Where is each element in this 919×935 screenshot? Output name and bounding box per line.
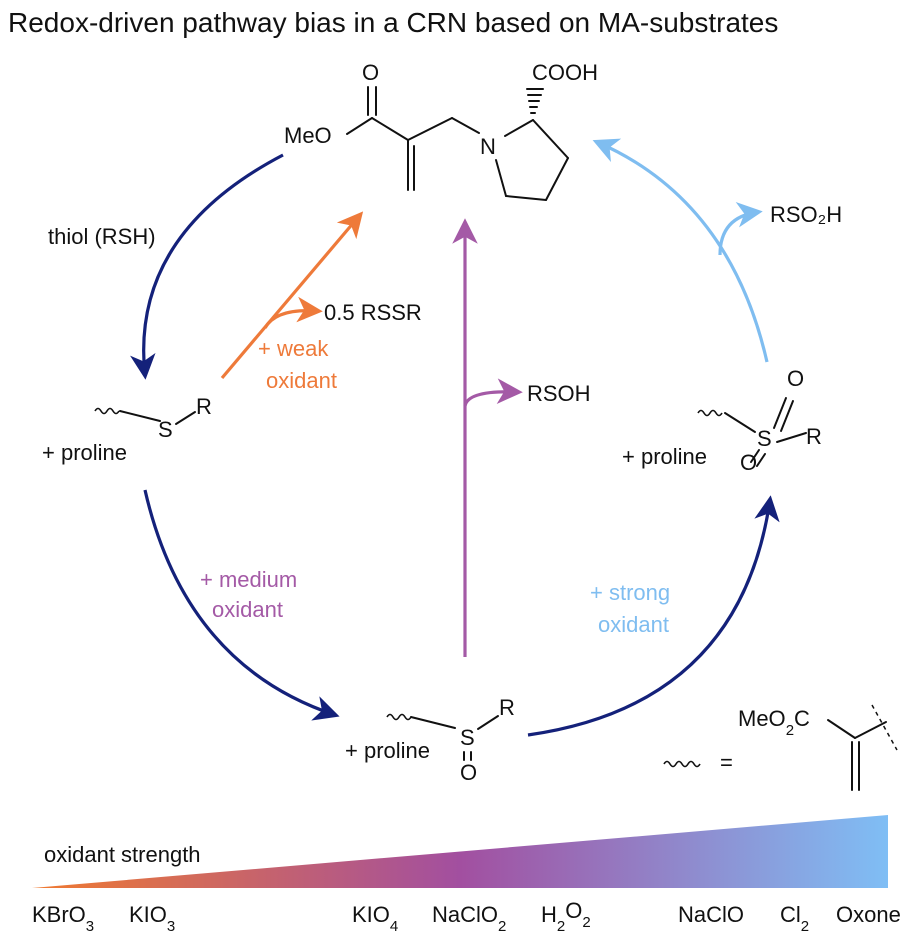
legend-ester-label: MeO2C xyxy=(738,706,810,739)
sulfone-species: S O O R + proline xyxy=(622,366,822,475)
oxidant-oxone: Oxone xyxy=(836,902,901,927)
sulfoxide-sulfur-label: S xyxy=(460,725,475,750)
stereo-hash-bond xyxy=(526,88,544,114)
oxidant-naclo2: NaClO2 xyxy=(432,902,506,935)
thiol-reagent-label: thiol (RSH) xyxy=(48,224,156,249)
weak-oxidant-arrow xyxy=(220,211,364,380)
medium-oxidant-label-line2: oxidant xyxy=(212,597,283,622)
medium-oxidant-label-line1: + medium xyxy=(200,567,297,592)
strong-oxidant-label-line1: + strong xyxy=(590,580,670,605)
rso2h-byproduct-label: RSO₂H xyxy=(770,202,842,227)
thiol-addition-arrow xyxy=(130,153,284,380)
oxidant-kbro3: KBrO3 xyxy=(32,902,94,935)
diagram-title: Redox-driven pathway bias in a CRN based… xyxy=(8,7,778,38)
oxidant-cl2: Cl2 xyxy=(780,902,809,935)
carboxylic-acid-label: COOH xyxy=(532,60,598,85)
strong-oxidation-arrow xyxy=(527,495,780,737)
strong-oxidant-label-line2: oxidant xyxy=(598,612,669,637)
sulfoxide-r-label: R xyxy=(499,695,515,720)
rsoh-release-arrow xyxy=(463,378,523,407)
legend-equals-label: = xyxy=(720,750,733,775)
oxidant-h2o2: H2O2 xyxy=(541,898,591,935)
sulfone-oxygen-bottom-label: O xyxy=(740,450,757,475)
carbonyl-oxygen-label: O xyxy=(362,60,379,85)
oxidant-kio4: KIO4 xyxy=(352,902,398,935)
weak-oxidant-label-line2: oxidant xyxy=(266,368,337,393)
sulfone-release-arrow xyxy=(592,138,769,363)
sulfoxide-proline-label: + proline xyxy=(345,738,430,763)
oxidant-kio3: KIO3 xyxy=(129,902,175,935)
sulfoxide-oxygen-label: O xyxy=(460,760,477,785)
oxidant-strength-label: oxidant strength xyxy=(44,842,201,867)
oxidant-scale-labels: KBrO3 KIO3 KIO4 NaClO2 H2O2 NaClO Cl2 Ox… xyxy=(32,898,901,935)
oxidant-naclo: NaClO xyxy=(678,902,744,927)
weak-oxidant-label-line1: + weak xyxy=(258,336,329,361)
nitrogen-label: N xyxy=(480,134,496,159)
sulfoxide-species: S R O + proline xyxy=(345,695,515,785)
rssr-release-arrow xyxy=(263,296,323,329)
medium-oxidation-arrow xyxy=(143,489,340,721)
methoxy-label: MeO xyxy=(284,123,332,148)
wavy-bond-legend: = MeO2C xyxy=(663,704,898,791)
rssr-byproduct-label: 0.5 RSSR xyxy=(324,300,422,325)
sulfone-proline-label: + proline xyxy=(622,444,707,469)
oxidant-strength-wedge xyxy=(32,815,888,888)
rso2h-release-arrow xyxy=(718,202,763,256)
thioether-sulfur-label: S xyxy=(158,417,173,442)
thioether-proline-label: + proline xyxy=(42,440,127,465)
thioether-r-label: R xyxy=(196,394,212,419)
rsoh-byproduct-label: RSOH xyxy=(527,381,591,406)
thioether-species: S R + proline xyxy=(42,394,212,465)
sulfone-oxygen-top-label: O xyxy=(787,366,804,391)
sulfone-sulfur-label: S xyxy=(757,426,772,451)
top-molecule: O MeO N COOH xyxy=(284,60,598,201)
sulfone-r-label: R xyxy=(806,424,822,449)
